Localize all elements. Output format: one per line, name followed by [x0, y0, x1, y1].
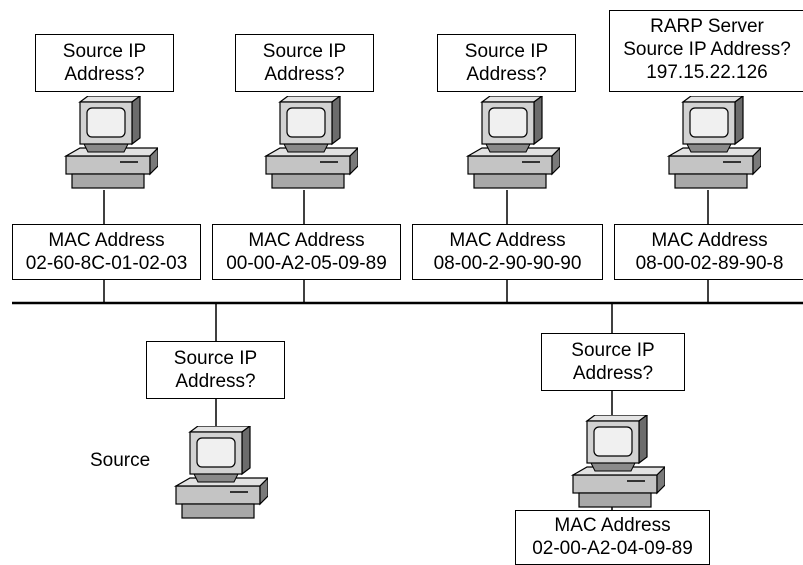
rarp-server-title: RARP Server: [650, 16, 764, 37]
rarp-server-mac-value: 08-00-02-89-90-8: [635, 253, 784, 274]
host-3-mac-title: MAC Address: [449, 230, 566, 251]
host-3-question-box: Source IP Address?: [437, 34, 576, 92]
host-1-question-line-1: Source IP: [62, 41, 147, 62]
host-5-question-line-2: Address?: [572, 363, 654, 384]
host-2-mac-box: MAC Address 00-00-A2-05-09-89: [212, 224, 401, 280]
rarp-server-mac-title: MAC Address: [651, 230, 768, 251]
desktop-computer-icon: [570, 415, 665, 508]
host-1-mac-box: MAC Address 02-60-8C-01-02-03: [12, 224, 201, 280]
source-question-box: Source IP Address?: [146, 341, 285, 399]
host-1-mac-value: 02-60-8C-01-02-03: [25, 253, 188, 274]
host-2-question-line-1: Source IP: [262, 41, 347, 62]
host-2-mac-value: 00-00-A2-05-09-89: [226, 253, 387, 274]
rarp-server-box: RARP Server Source IP Address? 197.15.22…: [609, 10, 803, 92]
desktop-computer-icon: [263, 96, 358, 189]
host-1-question-line-2: Address?: [64, 64, 145, 85]
desktop-computer-icon: [173, 426, 268, 519]
rarp-server-ip: 197.15.22.126: [646, 62, 768, 83]
desktop-computer-icon: [666, 96, 761, 189]
source-question-line-2: Address?: [175, 371, 256, 392]
rarp-server-question: Source IP Address?: [623, 39, 791, 60]
desktop-computer-icon: [465, 96, 560, 189]
desktop-computer-icon: [63, 96, 158, 189]
host-3-mac-box: MAC Address 08-00-2-90-90-90: [412, 224, 603, 280]
host-5-mac-title: MAC Address: [554, 515, 671, 536]
source-caption: Source: [90, 450, 151, 471]
host-5-question-box: Source IP Address?: [541, 333, 685, 391]
source-question-line-1: Source IP: [173, 348, 258, 369]
host-2-mac-title: MAC Address: [248, 230, 365, 251]
host-5-mac-value: 02-00-A2-04-09-89: [532, 538, 693, 559]
host-2-question-line-2: Address?: [264, 64, 345, 85]
host-1-mac-title: MAC Address: [48, 230, 165, 251]
host-3-question-line-2: Address?: [466, 64, 547, 85]
host-3-mac-value: 08-00-2-90-90-90: [433, 253, 582, 274]
host-1-question-box: Source IP Address?: [35, 34, 174, 92]
host-3-question-line-1: Source IP: [464, 41, 549, 62]
rarp-server-mac-box: MAC Address 08-00-02-89-90-8: [614, 224, 803, 280]
host-5-mac-box: MAC Address 02-00-A2-04-09-89: [515, 510, 710, 565]
host-2-question-box: Source IP Address?: [235, 34, 374, 92]
host-5-question-line-1: Source IP: [571, 340, 655, 361]
